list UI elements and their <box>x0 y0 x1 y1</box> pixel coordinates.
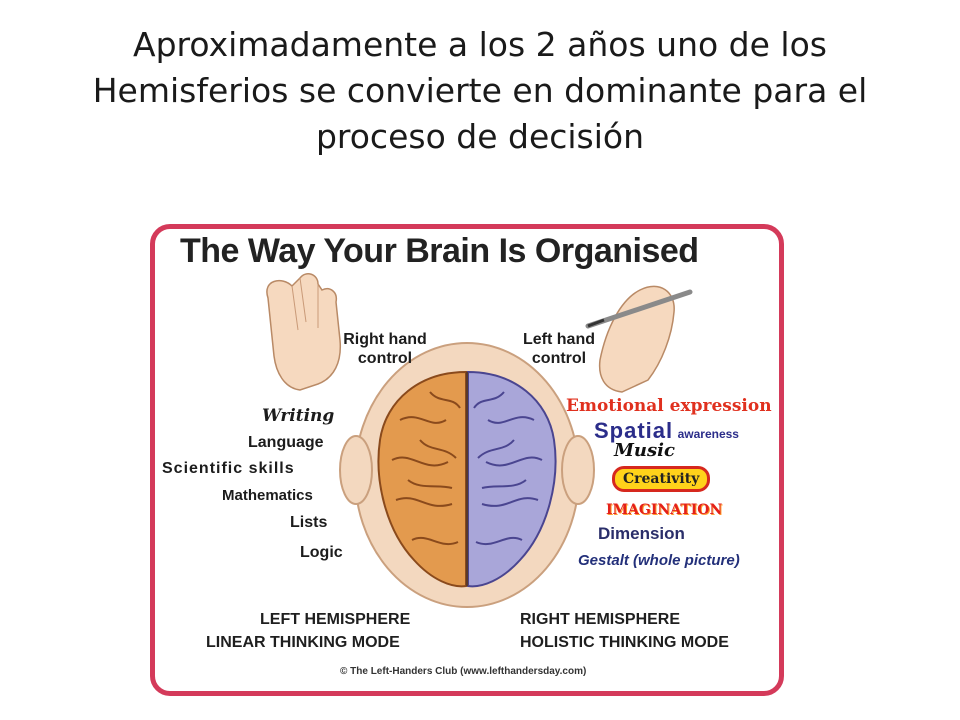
label-line: control <box>357 350 413 367</box>
skill-emotional-expression: Emotional expression <box>566 396 772 416</box>
caption-line: LINEAR THINKING MODE <box>206 634 400 651</box>
slide-title-line: proceso de decisión <box>315 117 645 156</box>
skill-spatial-awareness: Spatial awareness <box>594 418 739 444</box>
poster-heading: The Way Your Brain Is Organised <box>180 232 699 270</box>
skill-gestalt: Gestalt (whole picture) <box>578 552 740 569</box>
slide-title: Aproximadamente a los 2 años uno de los … <box>60 22 900 160</box>
caption-line: LEFT HEMISPHERE <box>260 611 411 628</box>
label-line: Left hand <box>523 331 595 348</box>
left-hand-control-label: Left hand control <box>504 330 614 368</box>
skill-language: Language <box>248 434 324 451</box>
skill-music: Music <box>614 440 675 461</box>
right-hand-control-label: Right hand control <box>330 330 440 368</box>
caption-line: HOLISTIC THINKING MODE <box>520 634 729 651</box>
skill-mathematics: Mathematics <box>222 487 313 504</box>
skill-writing: Writing <box>262 406 335 426</box>
left-hemisphere-caption: LEFT HEMISPHERE LINEAR THINKING MODE <box>206 608 410 654</box>
label-line: Right hand <box>343 331 427 348</box>
skill-dimension: Dimension <box>598 524 685 543</box>
copyright-note: © The Left-Handers Club (www.lefthanders… <box>340 666 587 677</box>
spatial-word: Spatial <box>594 418 674 443</box>
caption-line: RIGHT HEMISPHERE <box>520 611 681 628</box>
awareness-word: awareness <box>677 427 739 441</box>
slide-title-line: Hemisferios se convierte en dominante pa… <box>92 71 868 110</box>
slide-title-line: Aproximadamente a los 2 años uno de los <box>133 25 827 64</box>
skill-creativity: Creativity <box>612 466 711 492</box>
skill-logic: Logic <box>300 544 343 561</box>
right-hemisphere-caption: RIGHT HEMISPHERE HOLISTIC THINKING MODE <box>520 608 729 654</box>
skill-lists: Lists <box>290 514 328 531</box>
skill-imagination: IMAGINATION <box>606 502 723 518</box>
label-line: control <box>531 350 587 367</box>
skill-scientific: Scientific skills <box>162 460 295 477</box>
